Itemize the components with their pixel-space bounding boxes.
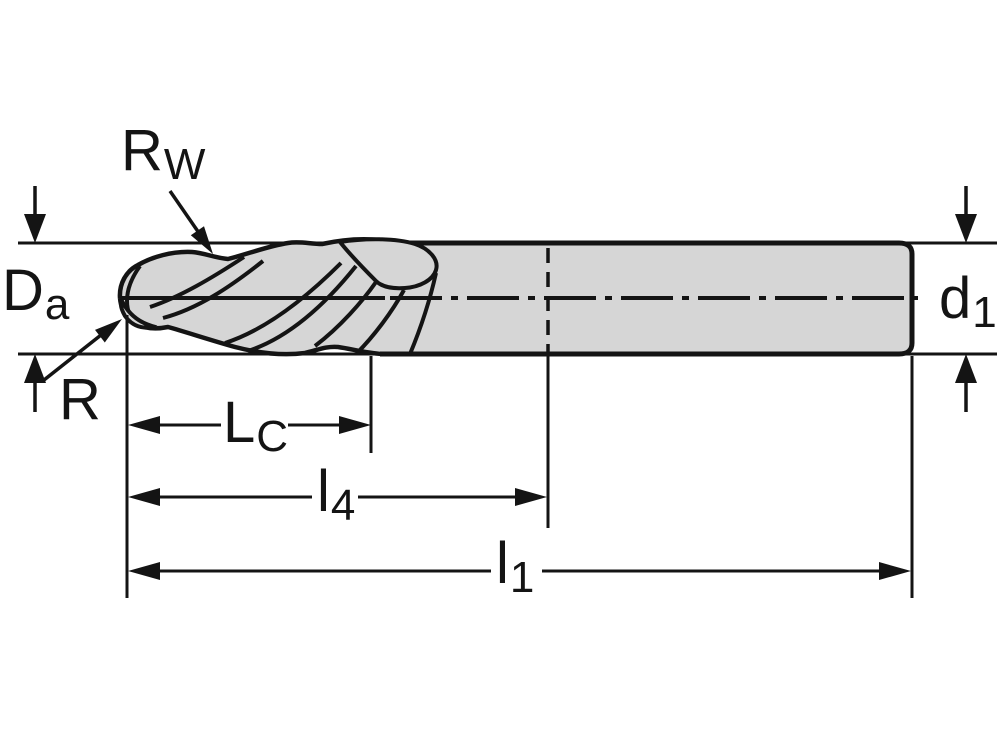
flute-helix-line bbox=[247, 264, 358, 353]
label-d1: d1 bbox=[939, 270, 997, 335]
label-lc-main: L bbox=[223, 390, 256, 455]
label-l4-sub: 4 bbox=[330, 481, 356, 530]
label-r: R bbox=[59, 371, 102, 436]
label-l1-main: l bbox=[496, 531, 509, 596]
label-rw-main: R bbox=[121, 118, 163, 183]
flute-helix-line bbox=[224, 261, 343, 345]
flute-helix-line bbox=[313, 280, 378, 348]
label-rw-sub: W bbox=[163, 140, 206, 189]
label-l1-sub: 1 bbox=[509, 553, 535, 602]
da-dimension-arrows bbox=[24, 186, 46, 412]
label-da-main: D bbox=[2, 258, 44, 323]
shank-outline bbox=[380, 240, 915, 357]
flute-helix-line bbox=[149, 255, 246, 309]
l4-dimension-line bbox=[128, 488, 547, 506]
l1-dimension-line bbox=[128, 562, 911, 580]
label-lc: LC bbox=[223, 394, 288, 459]
r-leader-arrow bbox=[42, 319, 122, 382]
lc-dimension-line bbox=[128, 416, 371, 434]
label-l4: l4 bbox=[317, 463, 355, 528]
rw-leader-arrow bbox=[168, 190, 213, 254]
flute-helix-line bbox=[408, 272, 438, 355]
label-da: Da bbox=[2, 262, 69, 327]
label-da-sub: a bbox=[44, 280, 70, 329]
label-rw: RW bbox=[121, 122, 205, 187]
label-l1: l1 bbox=[496, 535, 534, 600]
label-d1-main: d bbox=[939, 266, 972, 331]
flute-runout-leaf bbox=[336, 237, 439, 291]
tip-face-lens bbox=[119, 297, 158, 330]
label-d1-sub: 1 bbox=[972, 288, 997, 337]
label-l4-main: l bbox=[317, 459, 330, 524]
label-lc-sub: C bbox=[256, 412, 289, 461]
cutter-head-top-outline bbox=[117, 236, 393, 299]
d1-dimension-arrows bbox=[955, 186, 977, 412]
label-r-main: R bbox=[59, 367, 101, 432]
